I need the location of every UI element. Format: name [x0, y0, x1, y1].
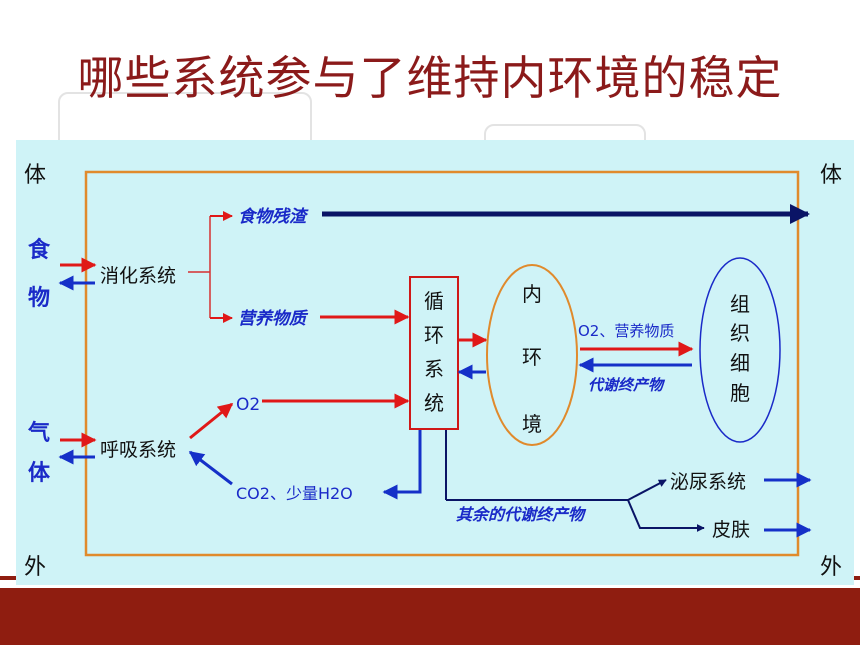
corner-bottom-right: 外: [820, 555, 842, 580]
nutrients-label: 营养物质: [238, 309, 309, 329]
digestive-system-label: 消化系统: [100, 265, 176, 287]
body-boundary: [84, 170, 800, 557]
circulatory-system-box: [409, 276, 459, 430]
respiratory-system-label: 呼吸系统: [100, 439, 176, 461]
internal-env-char-2: 环: [522, 345, 542, 369]
page-title: 哪些系统参与了维持内环境的稳定: [77, 51, 783, 105]
gas-label-1: 气: [27, 420, 50, 446]
tissue-cells-char-3: 细: [730, 351, 750, 375]
bottom-band: [0, 588, 860, 645]
skin-label: 皮肤: [712, 519, 750, 541]
o2-label: O2: [236, 395, 260, 415]
metabolic-waste-label: 代谢终产物: [588, 376, 666, 394]
circulatory-char-1: 循: [424, 289, 444, 313]
corner-top-left: 体: [24, 163, 46, 188]
to-skin-arrow: [627, 499, 705, 532]
co2-to-respiratory-arrow: [188, 450, 233, 486]
internal-env-char-1: 内: [522, 282, 542, 306]
corner-bottom-left: 外: [24, 555, 46, 580]
internal-environment-ellipse: [486, 264, 578, 446]
food-residue-label: 食物残渣: [238, 207, 309, 227]
urinary-system-label: 泌尿系统: [670, 471, 746, 493]
decoration-sliver-left: [0, 576, 16, 580]
decoration-sliver-right: [854, 576, 860, 580]
circulatory-char-4: 统: [424, 391, 444, 415]
circulatory-char-3: 系: [424, 357, 444, 381]
circulatory-char-2: 环: [424, 323, 444, 347]
gas-label-2: 体: [28, 461, 51, 486]
corner-top-right: 体: [820, 163, 842, 188]
food-label-2: 物: [28, 285, 50, 311]
other-waste-label: 其余的代谢终产物: [456, 505, 587, 524]
food-label-1: 食: [28, 237, 51, 263]
tissue-cells-char-4: 胞: [730, 381, 750, 405]
respiratory-to-o2-arrow: [189, 402, 234, 440]
circulation-to-respiratory-line: [382, 430, 422, 500]
tissue-cells-char-2: 织: [730, 321, 750, 345]
o2-nutrients-label: O2、营养物质: [578, 322, 674, 340]
to-urinary-arrow: [627, 479, 667, 501]
co2-water-label: CO2、少量H2O: [236, 484, 353, 503]
internal-env-char-3: 境: [522, 412, 542, 436]
tissue-cells-ellipse: [699, 257, 781, 443]
tissue-cells-char-1: 组: [730, 292, 750, 316]
